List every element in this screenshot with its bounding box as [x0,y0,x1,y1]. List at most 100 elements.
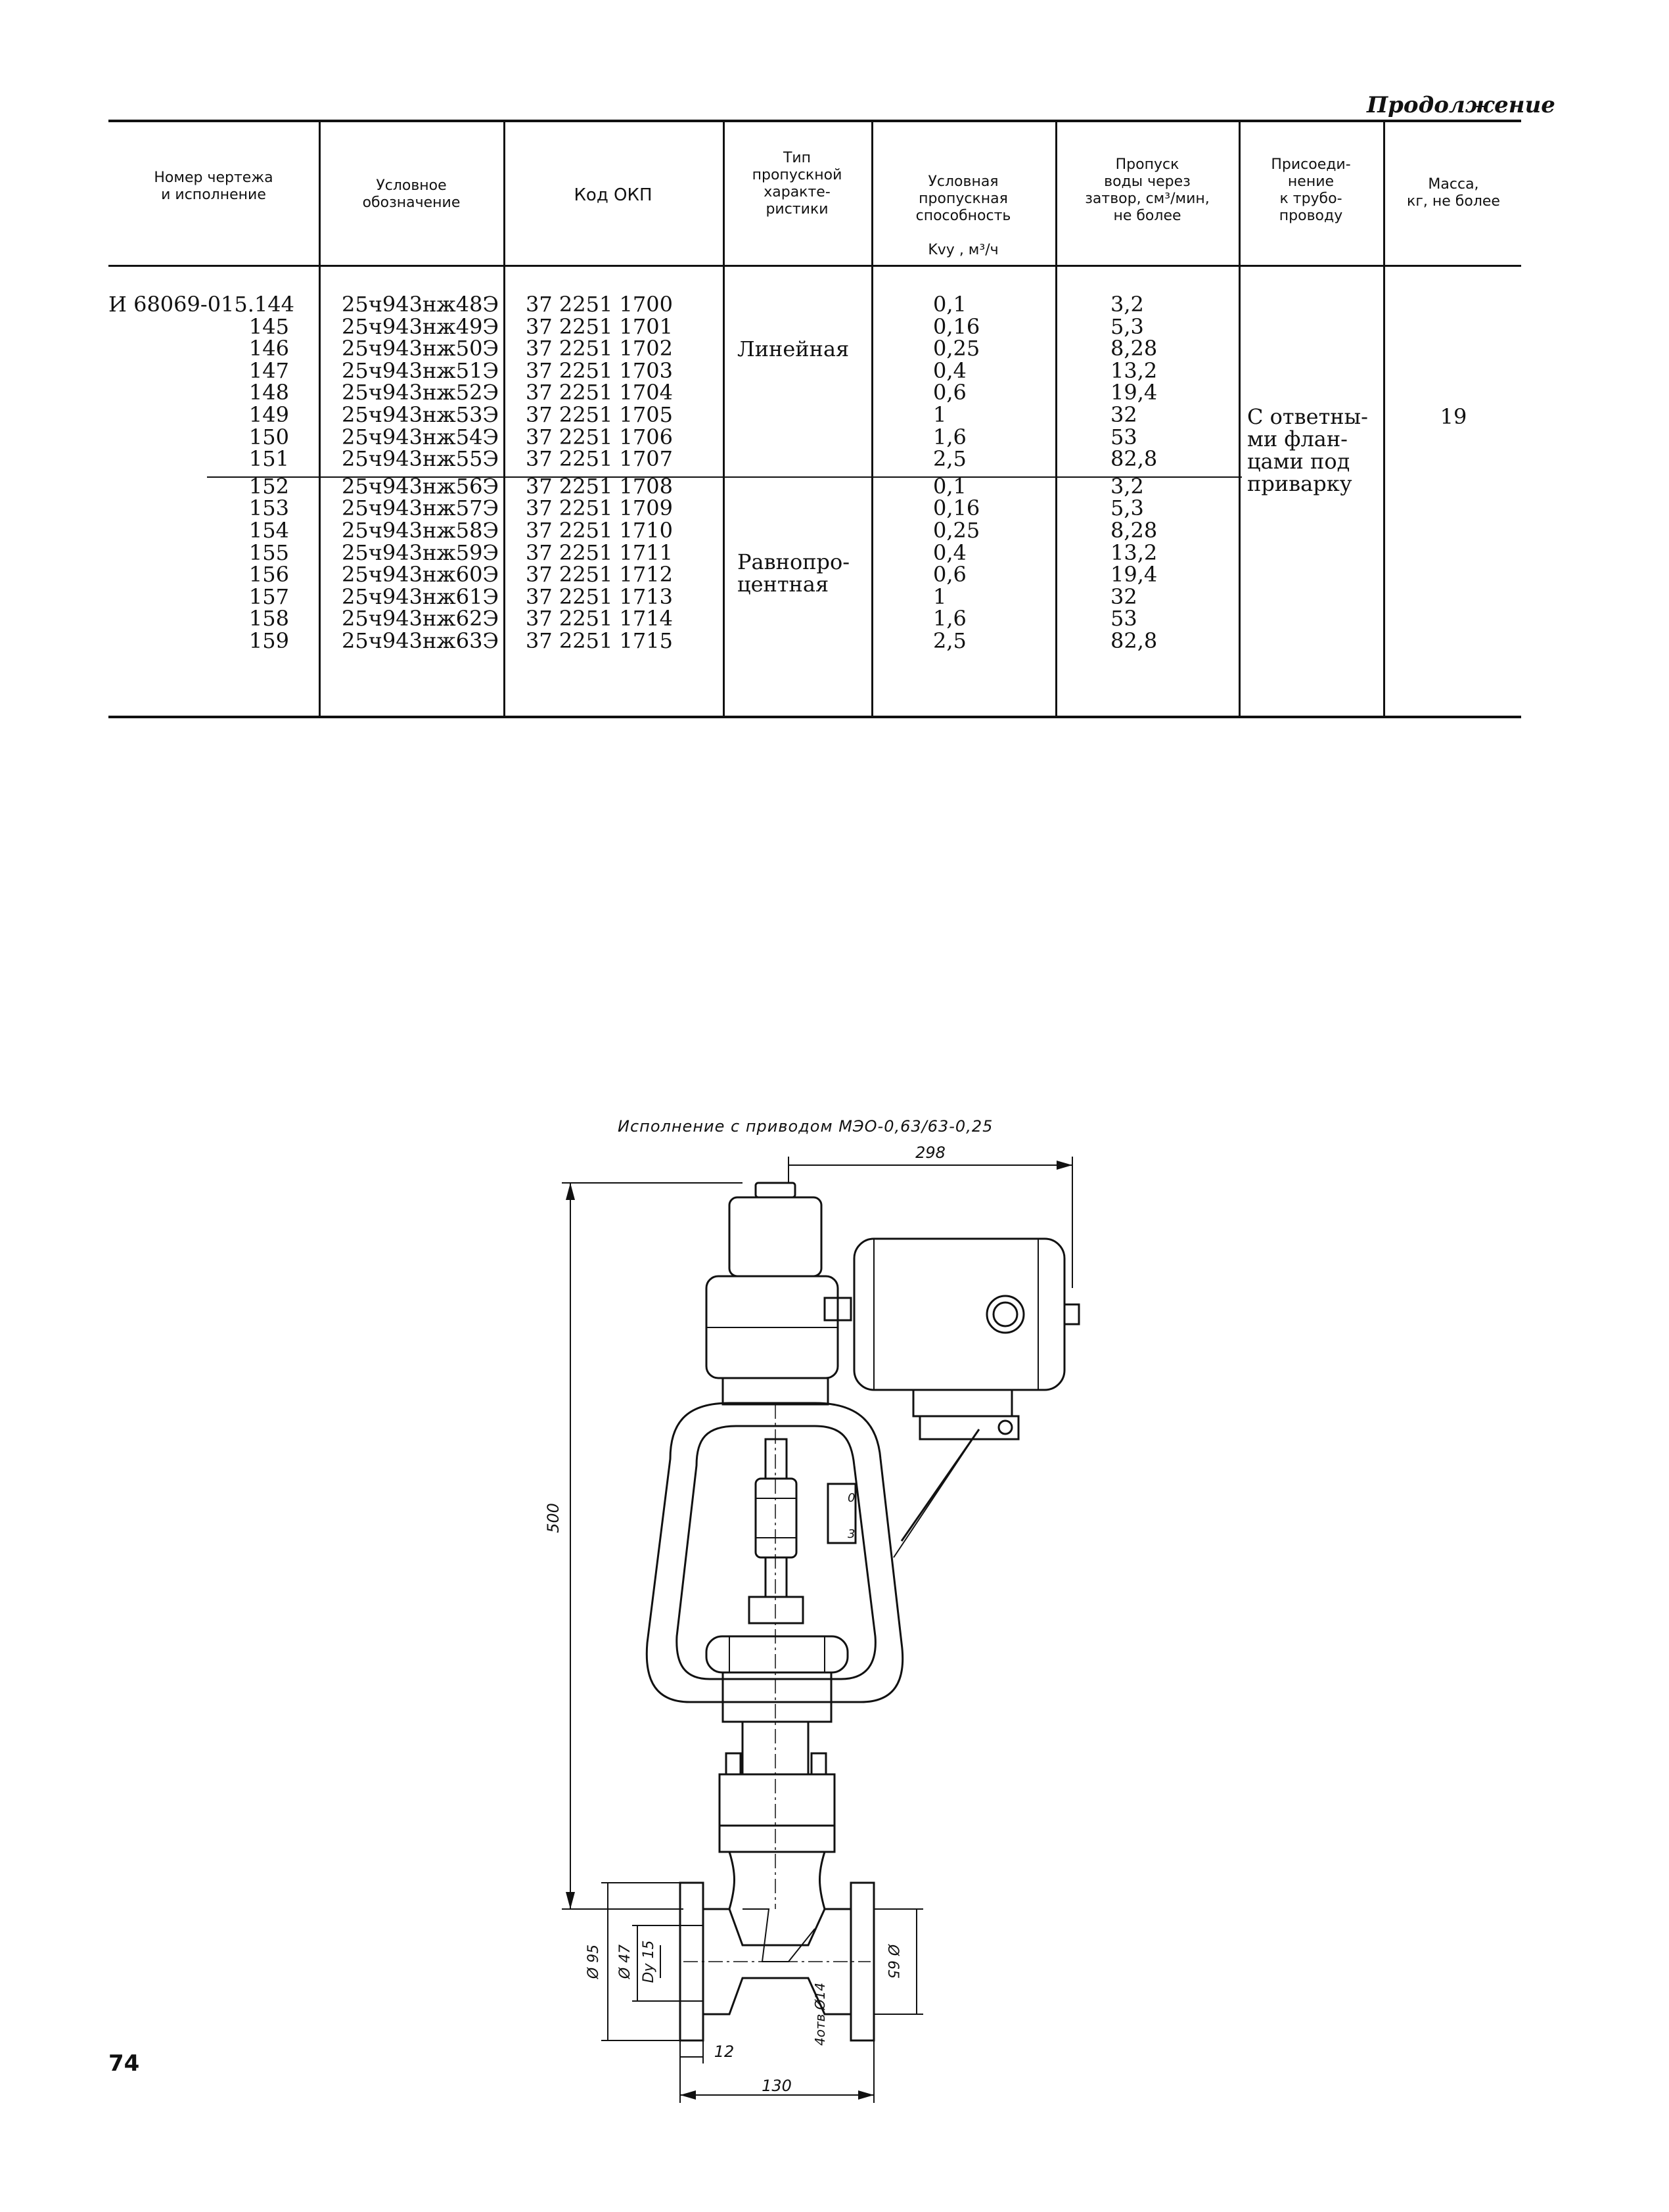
row-leakage: 13,2 [1110,357,1158,383]
row-leakage: 32 [1110,402,1137,427]
row-drawing-number: 154 [248,518,289,543]
col-sep-6 [1239,122,1241,716]
row-kv: 0,6 [933,380,967,405]
row-leakage: 5,3 [1110,313,1144,339]
col-header-number: Номер чертежа и исполнение [154,170,273,203]
row-designation: 25ч943нж61Э [342,584,499,609]
row-okp-code: 37 2251 1709 [526,495,673,521]
row-designation: 25ч943нж49Э [342,313,499,339]
row-drawing-number: 146 [248,336,289,361]
row-drawing-number: 159 [248,628,289,653]
col-sep-4 [871,122,873,716]
col-sep-7 [1383,122,1385,716]
row-okp-code: 37 2251 1715 [526,628,673,653]
type-linear: Линейная [737,336,850,361]
row-leakage: 82,8 [1110,628,1158,653]
row-kv: 0,16 [933,495,980,521]
row-designation: 25ч943нж55Э [342,446,499,472]
row-leakage: 82,8 [1110,446,1158,472]
figure-caption: Исполнение с приводом МЭО-0,63/63-0,25 [618,1117,994,1136]
row-designation: 25ч943нж60Э [342,562,499,588]
col-header-kv-unit: Kvу , м³/ч [928,242,999,258]
row-drawing-number: 148 [248,380,289,405]
row-kv: 1,6 [933,606,967,632]
col-header-connection: Присоеди- нение к трубо- проводу [1271,156,1351,224]
row-kv: 0,25 [933,336,980,361]
row-okp-code: 37 2251 1710 [526,518,673,543]
row-drawing-number: 145 [248,313,289,339]
row-leakage: 8,28 [1110,336,1158,361]
row-designation: 25ч943нж51Э [342,357,499,383]
row-leakage: 19,4 [1110,562,1158,588]
col-header-kv-text: Условная пропускная способность [915,173,1011,224]
dim-length: 130 [762,2077,792,2095]
row-okp-code: 37 2251 1707 [526,446,673,472]
row-okp-code: 37 2251 1711 [526,540,673,565]
dim-dy15: Dy 15 [641,1941,657,1983]
row-drawing-number: 150 [248,424,289,449]
row-drawing-number: 147 [248,357,289,383]
row-kv: 1 [933,402,947,427]
row-drawing-number: 157 [248,584,289,609]
row-kv: 1,6 [933,424,967,449]
type-equal-percentage: Равнопро- центная [737,549,850,597]
dim-d65: Ø 65 [884,1944,901,1979]
row-leakage: 13,2 [1110,540,1158,565]
row-drawing-number: 156 [248,562,289,588]
row-designation: 25ч943нж59Э [342,540,499,565]
row-designation: 25ч943нж50Э [342,336,499,361]
row-okp-code: 37 2251 1713 [526,584,673,609]
page-number: 74 [108,2050,140,2077]
dim-holes: 4отв.Ø14 [812,1983,828,2046]
row-designation: 25ч943нж62Э [342,606,499,632]
dim-width-total: 298 [915,1143,946,1162]
col-header-designation: Условное обозначение [362,177,461,211]
row-designation: 25ч943нж54Э [342,424,499,449]
row-drawing-number: 155 [248,540,289,565]
table-bottom-rule [108,716,1521,718]
row-kv: 0,16 [933,313,980,339]
row-drawing-number: 152 [248,473,289,499]
dim-d47: Ø 47 [617,1945,633,1979]
row-leakage: 19,4 [1110,380,1158,405]
row-kv: 2,5 [933,628,967,653]
dim-height-total: 500 [544,1503,562,1533]
row-drawing-number: 151 [248,446,289,472]
row-leakage: 32 [1110,584,1137,609]
col-sep-1 [319,122,321,716]
mass-value: 19 [1440,404,1467,429]
row-okp-code: 37 2251 1702 [526,336,673,361]
row-leakage: 8,28 [1110,518,1158,543]
dim-flange-thk: 12 [714,2042,735,2061]
row-kv: 0,4 [933,540,967,565]
col-header-leak: Пропуск воды через затвор, см³/мин, не б… [1085,156,1210,224]
row-okp-code: 37 2251 1706 [526,424,673,449]
row-okp-code: 37 2251 1704 [526,380,673,405]
row-leakage: 3,2 [1110,292,1144,317]
row-okp-code: 37 2251 1708 [526,473,673,499]
col-header-type: Тип пропускной характе- ристики [752,150,842,218]
row-kv: 2,5 [933,446,967,472]
row-kv: 0,25 [933,518,980,543]
row-okp-code: 37 2251 1714 [526,606,673,632]
row-kv: 0,1 [933,473,967,499]
row-okp-code: 37 2251 1701 [526,313,673,339]
row-leakage: 53 [1110,606,1137,632]
table-top-rule [108,120,1521,122]
row-designation: 25ч943нж58Э [342,518,499,543]
row-okp-code: 37 2251 1712 [526,562,673,588]
col-header-mass: Масса, кг, не более [1407,176,1500,210]
col-sep-2 [503,122,505,716]
row-kv: 0,6 [933,562,967,588]
col-header-kv: Условная пропускная способность Kvу , м³… [874,156,1053,276]
row-leakage: 53 [1110,424,1137,449]
row-designation: 25ч943нж48Э [342,292,499,317]
row-designation: 25ч943нж56Э [342,473,499,499]
scale-mark-0: 0 [848,1491,855,1505]
row-kv: 0,1 [933,292,967,317]
row-designation: 25ч943нж52Э [342,380,499,405]
row-drawing-number: 149 [248,402,289,427]
row-drawing-number: 153 [248,495,289,521]
scale-mark-3: 3 [848,1527,855,1541]
row-designation: 25ч943нж53Э [342,402,499,427]
